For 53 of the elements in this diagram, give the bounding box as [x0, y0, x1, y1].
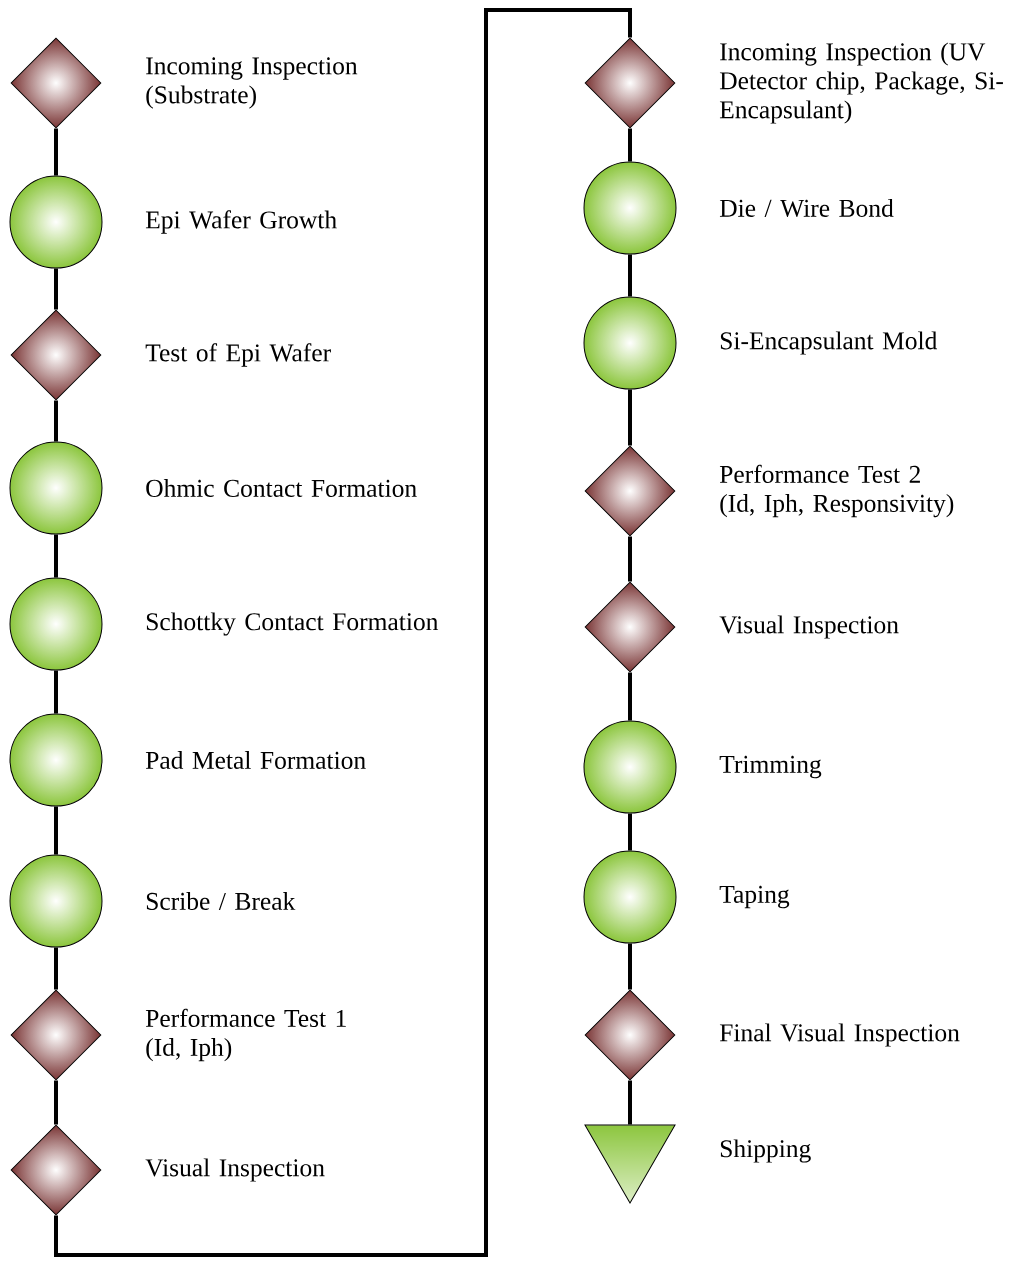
step-label: Visual Inspection — [145, 1158, 325, 1182]
step-label: Pad Metal Formation — [145, 751, 366, 769]
connector-line — [54, 400, 58, 442]
process-circle — [583, 720, 677, 814]
process-circle — [583, 161, 677, 255]
step-label: Final Visual Inspection — [719, 1023, 960, 1047]
process-circle — [583, 850, 677, 944]
inspection-diamond — [10, 989, 102, 1081]
process-circle — [9, 713, 103, 807]
process-circle — [9, 441, 103, 535]
step-label: Trimming — [719, 755, 822, 779]
inspection-diamond — [10, 1124, 102, 1216]
connector-line — [628, 672, 632, 721]
step-label: Visual Inspection — [719, 615, 899, 639]
connector-line — [628, 389, 632, 446]
inspection-diamond — [584, 581, 676, 673]
connector-line — [54, 1080, 58, 1125]
inspection-diamond — [584, 989, 676, 1081]
process-circle — [583, 296, 677, 390]
step-label: Performance Test 2 (Id, Iph, Responsivity) — [719, 464, 954, 518]
step-label: Schottky Contact Formation — [146, 612, 439, 636]
step-label: Ohmic Contact Formation — [146, 479, 417, 497]
step-label: Taping — [719, 885, 790, 909]
inspection-diamond — [584, 37, 676, 129]
connector-line — [628, 1080, 632, 1125]
connector-line — [54, 268, 58, 310]
inspection-diamond — [10, 309, 102, 401]
step-label: Incoming Inspection (Substrate) — [146, 57, 358, 109]
process-circle — [9, 854, 103, 948]
inspection-diamond — [584, 445, 676, 537]
inspection-diamond — [10, 37, 102, 129]
connector-line — [628, 943, 632, 990]
connector-line — [54, 8, 632, 1257]
step-label: Si-Encapsulant Mold — [720, 331, 938, 355]
connector-line — [54, 806, 58, 855]
step-label: Test of Epi Wafer — [145, 343, 331, 367]
connector-line — [54, 670, 58, 714]
connector-line — [54, 128, 58, 176]
step-label: Epi Wafer Growth — [145, 210, 337, 234]
shipping-triangle — [584, 1124, 676, 1204]
step-label: Incoming Inspection (UV Detector chip, Package, Si-Encapsulant) — [719, 42, 1003, 124]
step-label: Shipping — [720, 1139, 811, 1163]
connector-line — [54, 534, 58, 578]
process-circle — [9, 577, 103, 671]
connector-line — [628, 536, 632, 582]
connector-line — [628, 128, 632, 162]
process-circle — [9, 175, 103, 269]
connector-line — [54, 947, 58, 990]
step-label: Scribe / Break — [146, 892, 296, 910]
step-label: Performance Test 1 (Id, Iph) — [145, 1008, 346, 1062]
connector-line — [628, 254, 632, 297]
step-label: Die / Wire Bond — [719, 198, 894, 218]
connector-line — [628, 813, 632, 851]
